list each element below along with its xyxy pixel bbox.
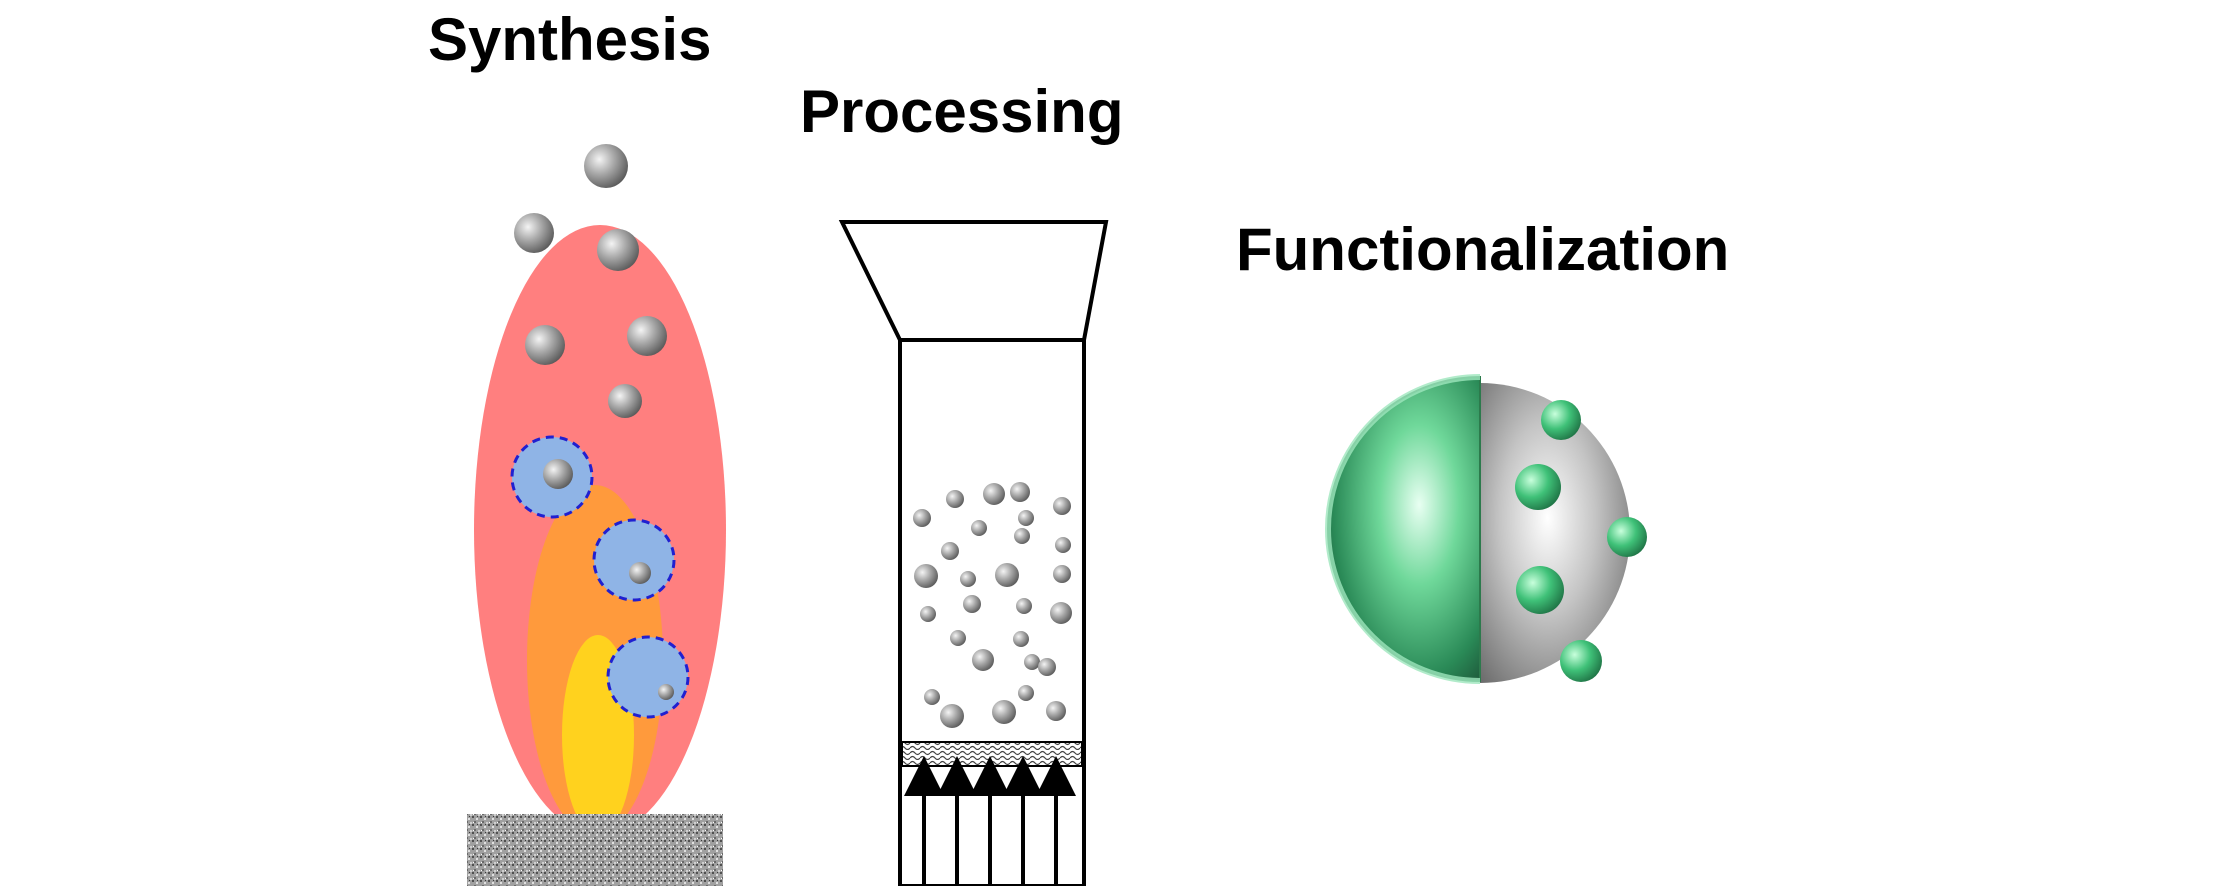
droplet <box>592 518 676 602</box>
particle-in-droplet <box>658 684 674 700</box>
particle <box>1010 482 1030 502</box>
particle <box>1038 658 1056 676</box>
particle <box>924 689 940 705</box>
particle <box>914 564 938 588</box>
particle <box>971 520 987 536</box>
particle <box>941 542 959 560</box>
particle <box>913 509 931 527</box>
particle <box>1016 598 1032 614</box>
particle <box>992 700 1016 724</box>
particle <box>597 229 639 271</box>
particle <box>525 325 565 365</box>
synthesis-label: Synthesis <box>428 6 711 73</box>
particle-shell <box>1327 375 1481 683</box>
functionalized-particle-illustration <box>1325 374 1647 684</box>
droplet <box>606 635 690 719</box>
flame-synthesis-illustration <box>467 144 726 886</box>
particle <box>1053 565 1071 583</box>
particle <box>608 384 642 418</box>
shell-rim <box>1325 374 1481 684</box>
functional-group <box>1516 566 1564 614</box>
particle <box>514 213 554 253</box>
particle <box>1053 497 1071 515</box>
functional-group <box>1541 400 1581 440</box>
fluidized-bed-processing-illustration <box>838 220 1109 886</box>
functional-group <box>1515 464 1561 510</box>
particle <box>1050 602 1072 624</box>
particle <box>972 649 994 671</box>
particle <box>1013 631 1029 647</box>
particle <box>946 490 964 508</box>
particle <box>950 630 966 646</box>
particle <box>963 595 981 613</box>
particle <box>584 144 628 188</box>
particle <box>1018 685 1034 701</box>
particle <box>1055 537 1071 553</box>
functional-group <box>1607 517 1647 557</box>
particle <box>1018 510 1034 526</box>
particle <box>1014 528 1030 544</box>
particle <box>960 571 976 587</box>
particle <box>920 606 936 622</box>
distributor-mesh <box>901 741 1083 767</box>
particle <box>1024 654 1040 670</box>
particle <box>1046 701 1066 721</box>
processing-label: Processing <box>800 78 1123 145</box>
substrate <box>467 814 723 886</box>
hopper <box>838 220 1109 342</box>
particle-in-droplet <box>543 459 573 489</box>
fluidized-particles <box>913 482 1072 728</box>
particle <box>627 316 667 356</box>
particle <box>995 563 1019 587</box>
functionalization-label: Functionalization <box>1236 216 1729 283</box>
functional-group <box>1560 640 1602 682</box>
particle <box>940 704 964 728</box>
particle-core <box>1480 383 1630 683</box>
particle <box>983 483 1005 505</box>
particle-in-droplet <box>629 562 651 584</box>
